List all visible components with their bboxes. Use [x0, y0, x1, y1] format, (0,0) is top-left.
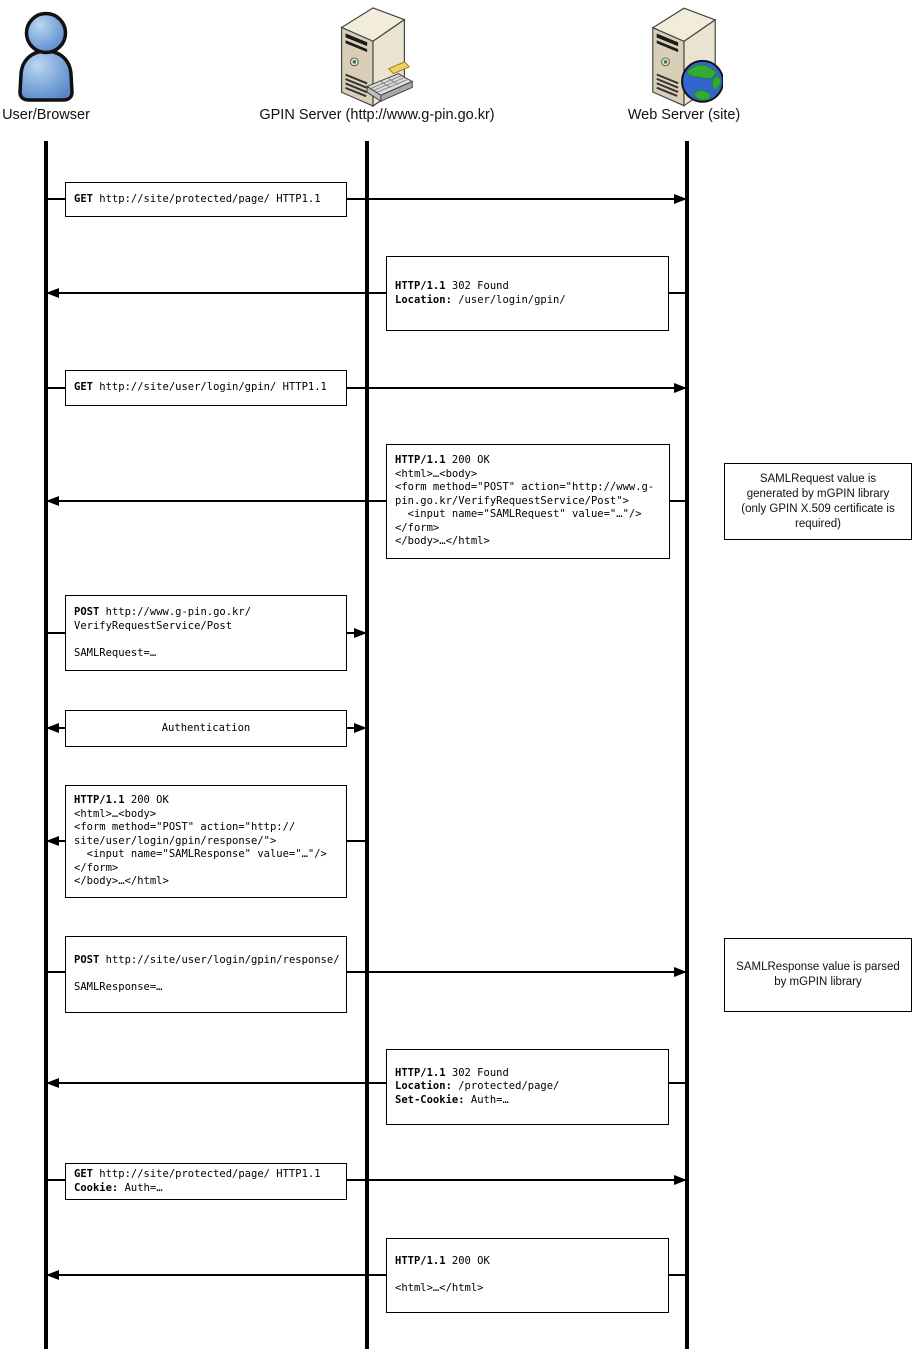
- message-200-ok-html: HTTP/1.1 200 OK<html>…</html>: [386, 1238, 669, 1313]
- actor-web-server: [645, 2, 724, 108]
- actor-gpin-label: GPIN Server (http://www.g-pin.go.kr): [259, 107, 495, 123]
- message-200-ok-samlresponse-form: HTTP/1.1 200 OK<html>…<body><form method…: [65, 785, 347, 898]
- message-get-user-login-gpin: GET http://site/user/login/gpin/ HTTP1.1: [65, 370, 347, 406]
- actor-user-label: User/Browser: [2, 107, 90, 123]
- actor-gpin-server: [333, 2, 414, 108]
- message-post-gpin-response: POST http://site/user/login/gpin/respons…: [65, 936, 347, 1013]
- lifeline-gpin: [365, 141, 369, 1349]
- lifeline-web: [685, 141, 689, 1349]
- server-with-keyboard-icon: [340, 7, 414, 108]
- actor-user: [12, 8, 80, 102]
- message-post-verifyrequestservice: POST http://www.g-pin.go.kr/VerifyReques…: [65, 595, 347, 671]
- message-authentication: Authentication: [65, 710, 347, 747]
- actor-web-label: Web Server (site): [627, 107, 741, 123]
- note-samlrequest-generated: SAMLRequest value is generated by mGPIN …: [724, 463, 912, 540]
- note-samlresponse-parsed: SAMLResponse value is parsed by mGPIN li…: [724, 938, 912, 1012]
- person-icon: [18, 11, 74, 102]
- lifeline-user: [44, 141, 48, 1349]
- message-200-ok-samlrequest-form: HTTP/1.1 200 OK<html>…<body><form method…: [386, 444, 670, 559]
- message-get-protected-page: GET http://site/protected/page/ HTTP1.1: [65, 182, 347, 217]
- server-with-globe-icon: [651, 7, 724, 107]
